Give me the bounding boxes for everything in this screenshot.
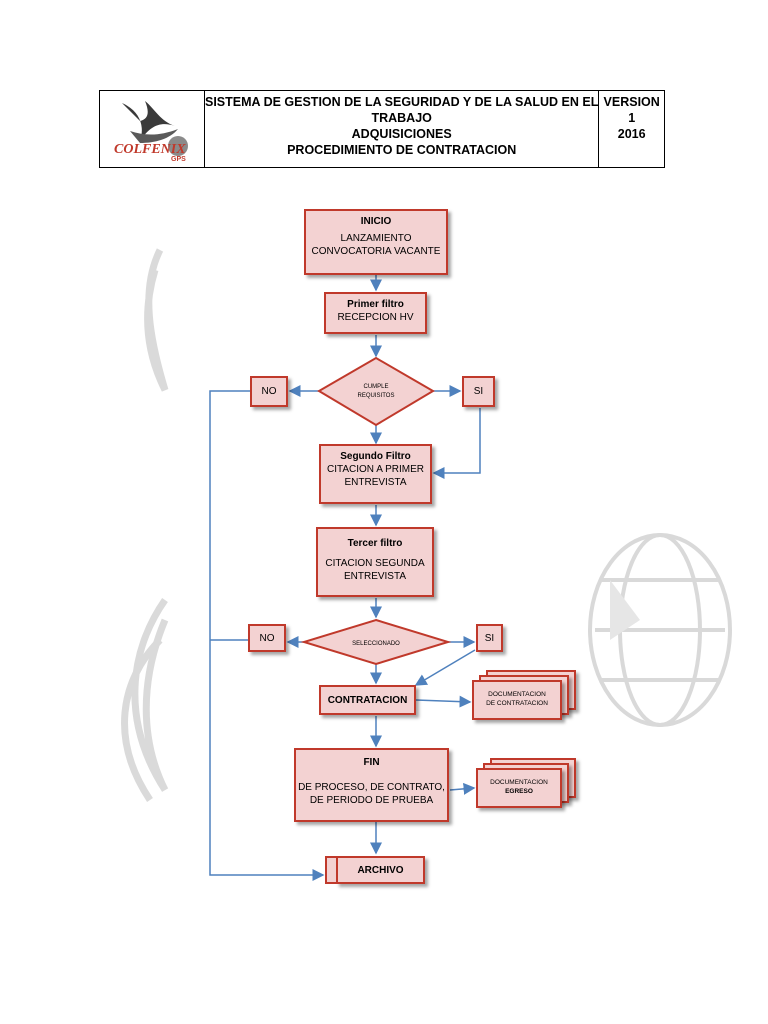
company-logo: COLFENIX GPS (100, 91, 205, 167)
doc-sheet-front: DOCUMENTACION EGRESO (476, 768, 562, 808)
node-si-1: SI (462, 376, 495, 407)
document-stack-egreso: DOCUMENTACION EGRESO (476, 758, 580, 810)
doc2-line: DOCUMENTACION (490, 779, 548, 786)
document-header: COLFENIX GPS SISTEMA DE GESTION DE LA SE… (99, 90, 665, 168)
doc2-line: EGRESO (505, 788, 533, 795)
node-no-1: NO (250, 376, 288, 407)
contratacion-label: CONTRATACION (327, 695, 408, 706)
title-line: SISTEMA DE GESTION DE LA SEGURIDAD Y DE … (205, 95, 599, 109)
title-line: ADQUISICIONES (351, 127, 452, 141)
si1-label: SI (473, 386, 484, 397)
segundo-title: Segundo Filtro (340, 451, 411, 462)
version-year: 2016 (617, 127, 646, 141)
fin-line: DE PROCESO, DE CONTRATO, (298, 782, 445, 793)
no2-label: NO (259, 633, 275, 644)
phoenix-logo-icon: COLFENIX GPS (114, 101, 188, 163)
document-title: SISTEMA DE GESTION DE LA SEGURIDAD Y DE … (205, 91, 600, 167)
doc-sheet-front: DOCUMENTACION DE CONTRATACION (472, 680, 562, 720)
document-stack-contratacion: DOCUMENTACION DE CONTRATACION (472, 670, 580, 720)
tercer-line: CITACION SEGUNDA (325, 558, 425, 569)
node-si-2: SI (476, 624, 503, 652)
inicio-line: LANZAMIENTO (340, 233, 412, 244)
inicio-title: INICIO (360, 216, 392, 227)
tercer-title: Tercer filtro (347, 538, 403, 549)
segundo-line: CITACION A PRIMER (326, 464, 425, 475)
svg-text:COLFENIX: COLFENIX (114, 142, 186, 157)
primer-text: RECEPCION HV (337, 312, 414, 323)
node-primer-filtro: Primer filtro RECEPCION HV (324, 292, 427, 334)
fin-line: DE PERIODO DE PRUEBA (309, 795, 434, 806)
title-line: TRABAJO (371, 111, 432, 125)
si2-label: SI (484, 633, 495, 644)
fin-title: FIN (363, 757, 380, 768)
decision2-label: SELECCIONADO (352, 641, 400, 647)
inicio-line: CONVOCATORIA VACANTE (311, 246, 441, 257)
no1-label: NO (261, 386, 277, 397)
node-fin: FIN DE PROCESO, DE CONTRATO, DE PERIODO … (294, 748, 449, 822)
doc1-line: DE CONTRATACION (486, 700, 548, 707)
primer-title: Primer filtro (347, 299, 404, 310)
archivo-label: ARCHIVO (357, 865, 404, 876)
decision-diamond-seleccionado (300, 618, 452, 666)
segundo-line: ENTREVISTA (344, 477, 407, 488)
node-contratacion: CONTRATACION (319, 685, 416, 715)
node-archivo: ARCHIVO (336, 856, 425, 884)
node-tercer-filtro: Tercer filtro CITACION SEGUNDA ENTREVIST… (316, 527, 434, 597)
tercer-line: ENTREVISTA (343, 571, 407, 582)
version-label: VERSION 1 (603, 95, 660, 125)
version-cell: VERSION 1 2016 (599, 91, 664, 167)
node-segundo-filtro: Segundo Filtro CITACION A PRIMER ENTREVI… (319, 444, 432, 504)
decision1-line2: REQUISITOS (358, 393, 395, 399)
decision1-line1: CUMPLE (363, 384, 388, 390)
decision-diamond-cumple (317, 356, 435, 427)
node-no-2: NO (248, 624, 286, 652)
svg-text:GPS: GPS (171, 156, 186, 163)
doc1-line: DOCUMENTACION (488, 691, 546, 698)
title-line: PROCEDIMIENTO DE CONTRATACION (287, 143, 517, 157)
node-inicio: INICIO LANZAMIENTO CONVOCATORIA VACANTE (304, 209, 448, 275)
